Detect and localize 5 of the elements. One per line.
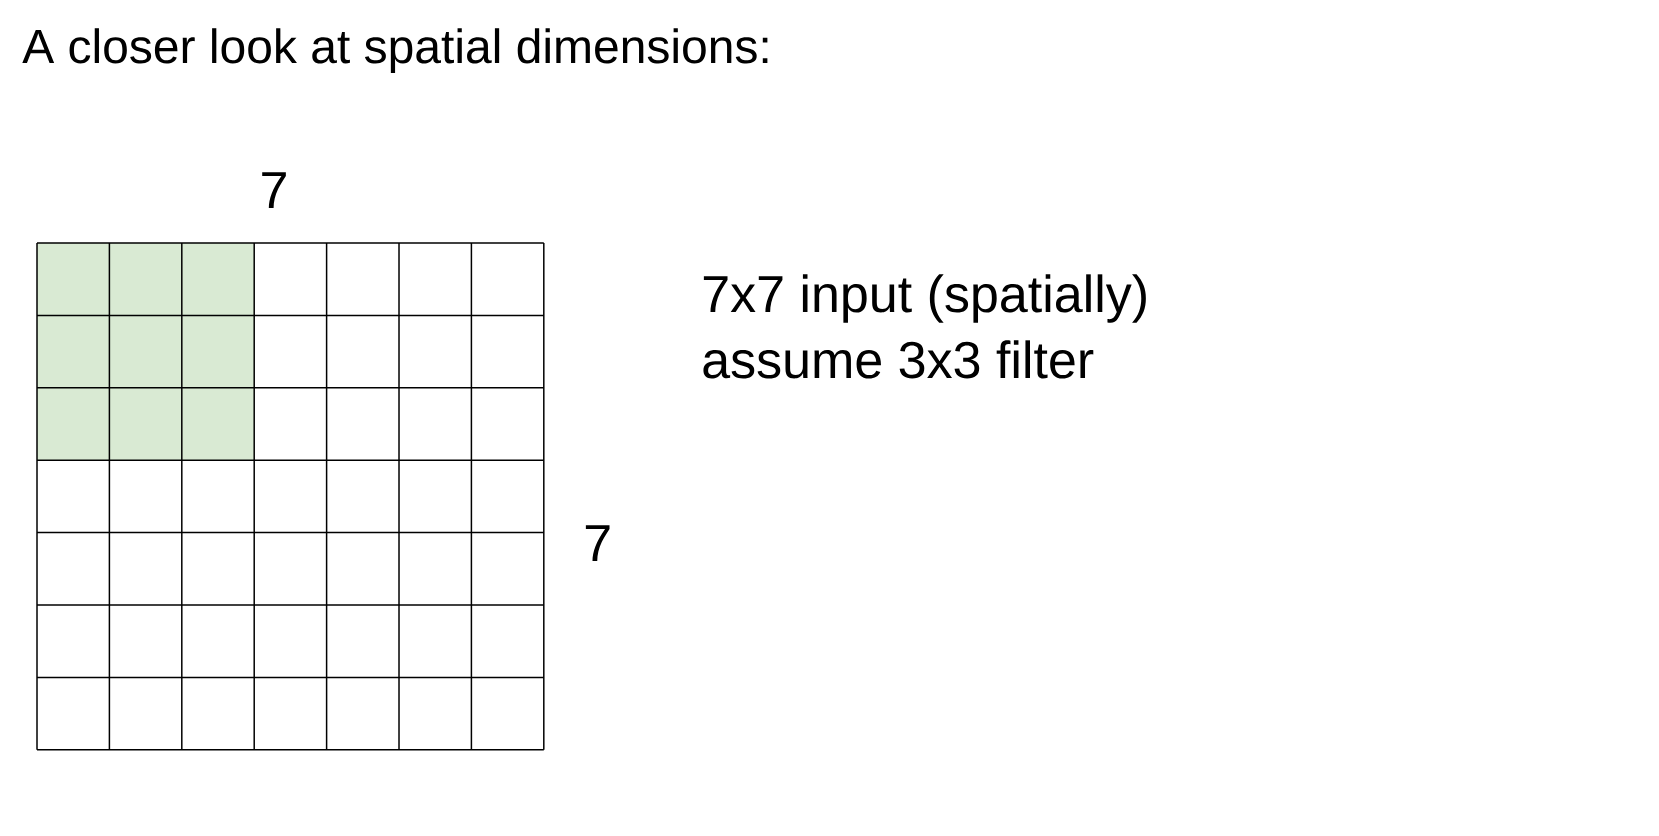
title: A closer look at spatial dimensions:	[22, 28, 768, 73]
dimension-label: 7	[262, 172, 286, 208]
description-text: assume 3x3 filter	[703, 340, 1094, 379]
dimension-label: 7	[585, 525, 610, 561]
description-text: 7x7 input (spatially)	[703, 274, 1146, 323]
